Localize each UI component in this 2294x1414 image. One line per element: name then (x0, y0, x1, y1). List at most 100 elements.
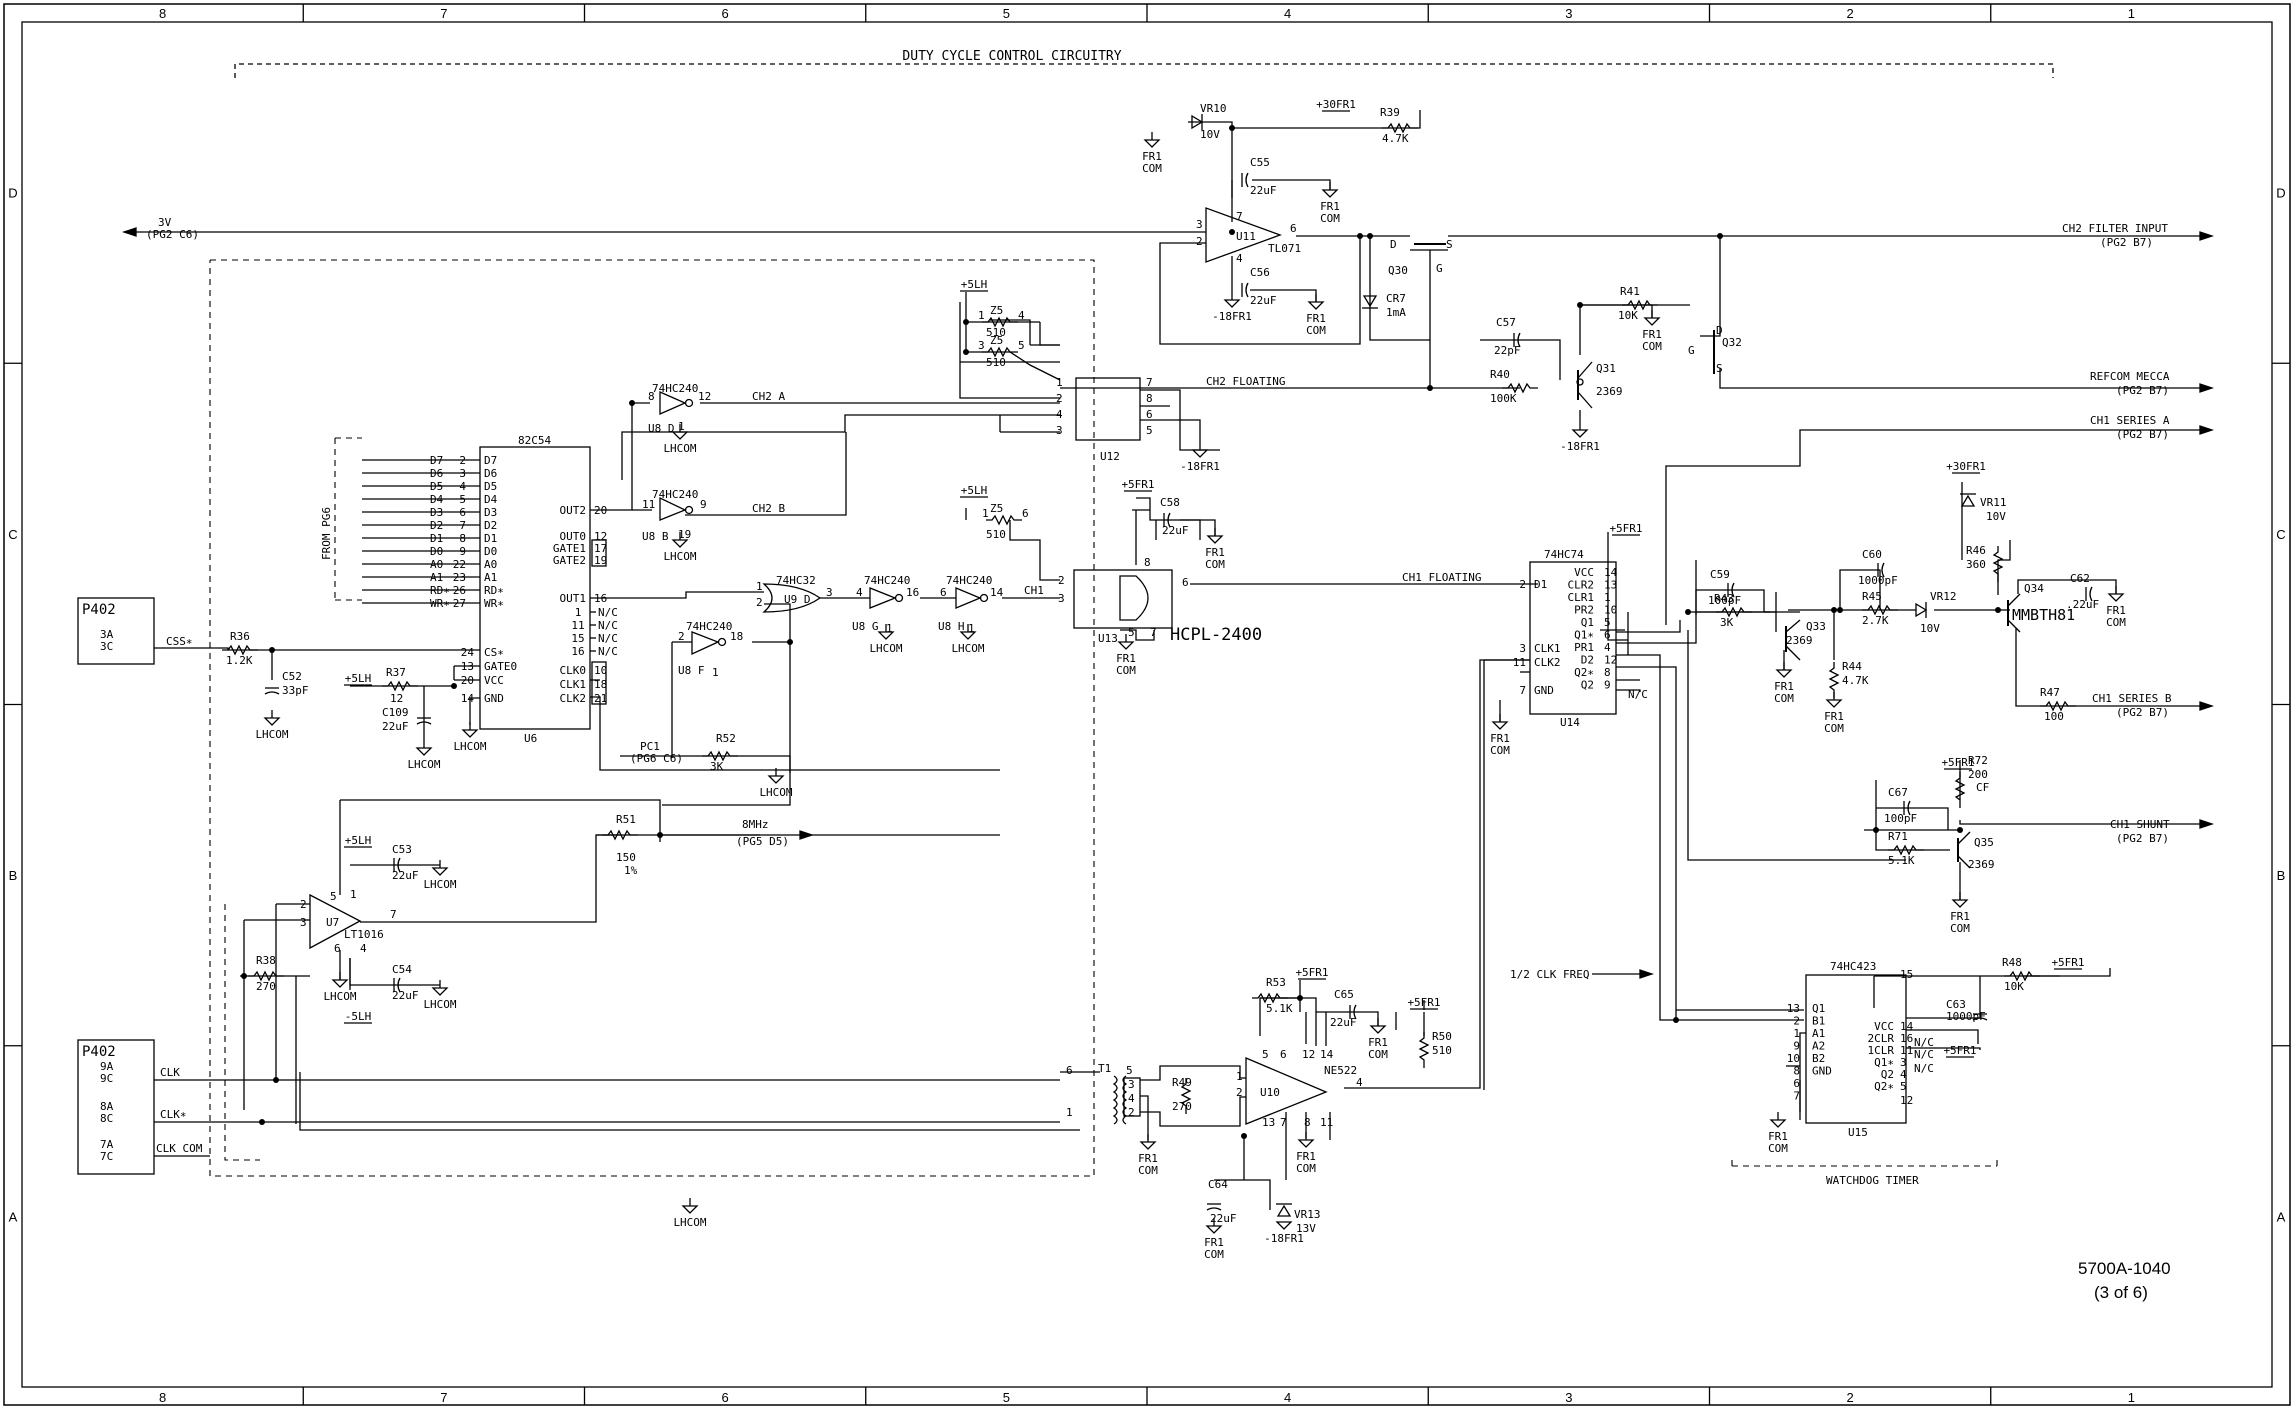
q31-part: 2369 (1596, 385, 1623, 398)
u14-pin-num: 12 (1604, 654, 1617, 667)
u14-pin-num: 9 (1604, 679, 1611, 692)
lhcom-label: LHCOM (951, 642, 984, 655)
refcom-label: REFCOM MECCA (2090, 370, 2170, 383)
u8f-en: 1 (712, 666, 719, 679)
u6-pin-num: 16 (594, 592, 607, 605)
supply-label: +30FR1 (1316, 98, 1356, 111)
u13-pin8: 8 (1144, 556, 1151, 569)
u15-pin-name: 2CLR (1868, 1032, 1895, 1045)
resistor-ref: R46 (1966, 544, 1986, 557)
resistor-value: 100 (2044, 710, 2064, 723)
u12-pin4: 4 (1056, 408, 1063, 421)
u14-pin-num: 8 (1604, 666, 1611, 679)
u6-pin-num: 21 (594, 692, 607, 705)
u15-pin-name: GND (1812, 1065, 1832, 1078)
m18fr1-label: -18FR1 (1264, 1232, 1304, 1245)
u10-part: NE522 (1324, 1064, 1357, 1077)
u8g-buffer (869, 587, 897, 609)
row-label-left-A: A (9, 1209, 18, 1224)
u6-pin-name: D1 (484, 532, 497, 545)
u6-pin-num: 3 (459, 467, 466, 480)
vr11-val: 10V (1986, 510, 2006, 523)
u6-pin-num: 9 (459, 545, 466, 558)
resistor-ref: R51 (616, 813, 636, 826)
u7-pin7: 7 (390, 908, 397, 921)
clk-com-label: CLK COM (156, 1142, 203, 1155)
u13-optocoupler-box (1073, 569, 1173, 629)
ch2-filter-label: CH2 FILTER INPUT (2062, 222, 2168, 235)
resistor-ref: R71 (1888, 830, 1908, 843)
half-clk-label: 1/2 CLK FREQ (1510, 968, 1589, 981)
row-label-right-D: D (2276, 186, 2285, 201)
u6-bus-name: D0 (430, 545, 443, 558)
u12-pin7: 7 (1146, 376, 1153, 389)
u8d-part: 74HC240 (652, 382, 698, 395)
resistor-symbol (702, 750, 738, 762)
u14-q2-nc: N/C (1628, 688, 1648, 701)
u15-q1n-nc: N/C (1914, 1036, 1934, 1049)
u6-pin-num: 10 (594, 664, 607, 677)
watchdog-label: WATCHDOG TIMER (1826, 1174, 1919, 1187)
resistor-pin: 3 (978, 339, 985, 352)
net-ch2a: CH2 A (752, 390, 785, 403)
u6-pin-num: 23 (453, 571, 466, 584)
row-label-right-A: A (2277, 1209, 2286, 1224)
u15-pin-num: 2 (1793, 1015, 1800, 1028)
resistor-ref: R50 (1432, 1030, 1452, 1043)
u8d-ref: U8 D (648, 422, 675, 435)
u12-ref: U12 (1100, 450, 1120, 463)
u15-pin-name: B2 (1812, 1052, 1825, 1065)
u12-optocoupler-box (1075, 377, 1141, 441)
resistor-symbol (1418, 1032, 1430, 1068)
u10-pin6: 6 (1280, 1048, 1287, 1061)
resistor-value: 3K (1720, 616, 1734, 629)
u10-pin1: 1 (1236, 1070, 1243, 1083)
u8f-part: 74HC240 (686, 620, 732, 633)
resistor-symbol (382, 680, 418, 692)
u6-pin-name: D6 (484, 467, 497, 480)
u8d-buffer (659, 391, 687, 415)
u6-pin-name: A0 (484, 558, 497, 571)
resistor-ref: R49 (1172, 1076, 1192, 1089)
u8f-ref: U8 F (678, 664, 705, 677)
u7-pin2: 2 (300, 898, 307, 911)
u6-pin-num: 17 (594, 542, 607, 555)
u15-pin-num: 8 (1793, 1065, 1800, 1078)
supply-label: +5FR1 (1609, 522, 1642, 535)
capacitor-value: 22uF (1250, 294, 1277, 307)
ic-u14-box (1529, 561, 1617, 715)
u6-nc-label: N/C (598, 645, 618, 658)
com-label: COM (1142, 162, 1162, 175)
u7-comparator (309, 893, 362, 950)
col-label-bottom-3: 3 (1565, 1390, 1572, 1405)
resistor-ref: R39 (1380, 106, 1400, 119)
resistor-ref: R43 (1714, 592, 1734, 605)
u14-pin-name: CLR1 (1568, 591, 1595, 604)
u6-pin-num: 2 (459, 454, 466, 467)
p402-bottom-box (77, 1039, 155, 1175)
cr7-val: 1mA (1386, 306, 1406, 319)
resistor-ref: R52 (716, 732, 736, 745)
resistor-pin: 6 (1022, 507, 1029, 520)
q32-d: D (1716, 324, 1723, 337)
q30-s: S (1446, 238, 1453, 251)
u6-pin-name: D4 (484, 493, 498, 506)
u14-part: 74HC74 (1544, 548, 1584, 561)
com-label: COM (1774, 692, 1794, 705)
u6-pin-name: D7 (484, 454, 497, 467)
mhz8-ref: (PG5 D5) (736, 835, 789, 848)
u6-bus-name: D5 (430, 480, 443, 493)
resistor-value: 200 (1968, 768, 1988, 781)
t1-pin2: 2 (1128, 1106, 1135, 1119)
u6-nc-label: N/C (598, 606, 618, 619)
supply-label: -5LH (345, 1010, 372, 1023)
u6-pin-num: 18 (594, 678, 607, 691)
resistor-symbol (1502, 382, 1538, 394)
resistor-symbol (1888, 844, 1924, 856)
u14-pin-num: 10 (1604, 604, 1617, 617)
from-pg6-label: FROM PG6 (320, 507, 333, 560)
u15-pin-num: 7 (1793, 1090, 1800, 1103)
resistor-value: 3K (710, 760, 724, 773)
q33-part: 2369 (1786, 634, 1813, 647)
